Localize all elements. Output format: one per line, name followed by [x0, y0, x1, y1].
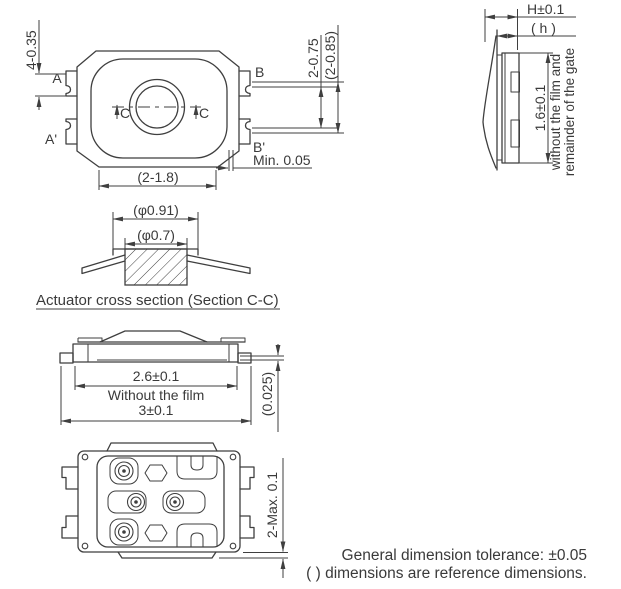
dim-actuator-inner-dia: (φ0.7) [137, 227, 175, 243]
corner-hole [81, 542, 89, 550]
actuator-cap-outline [112, 248, 199, 256]
bottom-view: 2-Max. 0.1 [61, 442, 288, 578]
corner-hole [229, 453, 237, 461]
dim-tab-protrusion: 2-Max. 0.1 [264, 472, 280, 538]
contact-ring [114, 461, 134, 481]
corner-hole [81, 453, 89, 461]
dim-extension-lines [252, 81, 344, 134]
top-view-cover-outline [90, 58, 228, 159]
mold-channel-bottom [176, 523, 218, 547]
film-body-ticks [497, 54, 502, 161]
section-label-c-left: C [120, 105, 130, 121]
contact-ring [126, 492, 146, 512]
dim-extension-lines [240, 355, 284, 361]
actuator-post-hatched [124, 248, 188, 286]
dim-actuator-outer-dia: (φ0.91) [133, 202, 179, 218]
dim-extension-lines [228, 150, 234, 171]
top-view: A A' B B' C C 4-0.35 2-0.75 (2-0.85) Min… [23, 20, 344, 190]
dim-extension-lines [484, 9, 518, 50]
dim-terminal-width: 4-0.35 [23, 30, 39, 70]
dim-body-bottom-width: (2-1.8) [137, 169, 178, 185]
note-reference-dimensions: ( ) dimensions are reference dimensions. [306, 565, 587, 582]
front-dome-outline [99, 330, 208, 343]
contact-ring [165, 492, 185, 512]
actuator-cross-section: (φ0.91) (φ0.7) Actuator cross section (S… [36, 202, 280, 310]
dim-extension-lines [60, 366, 252, 425]
terminal-label-a-prime: A' [45, 131, 57, 147]
note-general-tolerance: General dimension tolerance: ±0.05 [342, 547, 587, 564]
contact-ring [114, 522, 134, 542]
without-film-label: Without the film [108, 387, 204, 403]
front-body-outline [72, 343, 239, 363]
bottom-terminal-top-right [239, 466, 255, 490]
bottom-mold-outline [96, 455, 225, 548]
front-film-tab-left [77, 337, 103, 342]
front-view: 2.6±0.1 Without the film 3±0.1 (0.025) [59, 330, 284, 432]
contact-dot [173, 500, 177, 504]
front-body-seams [87, 344, 230, 362]
terminal-a-prime-outline [65, 118, 78, 145]
side-note-line2: remainder of the gate [562, 48, 577, 176]
contact-ring [117, 525, 131, 539]
bottom-terminal-bottom-right [239, 515, 255, 539]
bottom-terminal-bottom-left [61, 515, 79, 539]
mold-channel-top [176, 456, 218, 480]
contact-dot [122, 469, 126, 473]
terminal-b-outline [238, 70, 251, 97]
side-body-outline [501, 52, 520, 164]
dim-total-height: H±0.1 [527, 1, 564, 17]
terminal-b-prime-outline [238, 118, 251, 145]
corner-hole [229, 542, 237, 550]
actuator-inner-circle [135, 85, 179, 129]
bottom-bottom-tab [117, 551, 217, 559]
side-note-line1: without the film and [548, 54, 563, 171]
actuator-section-caption: Actuator cross section (Section C-C) [36, 292, 279, 309]
section-label-c-right: C [199, 105, 209, 121]
gate-remainder-flap [482, 35, 497, 169]
general-notes: General dimension tolerance: ±0.05 ( ) d… [306, 547, 587, 582]
terminal-label-b-prime: B' [253, 139, 265, 155]
actuator-flange-left [81, 254, 126, 275]
contact-ring [117, 464, 131, 478]
dim-terminal-span-ref: (2-0.85) [322, 31, 338, 80]
side-view: H±0.1 ( h ) 1.6±0.1 without the film and… [482, 1, 577, 176]
hex-recess-top [144, 464, 168, 482]
contact-ring [169, 496, 181, 508]
side-terminal-lower [510, 119, 520, 148]
actuator-flange-right [186, 254, 251, 275]
top-view-body-outline [76, 50, 240, 168]
contact-pocket-left [107, 490, 147, 514]
dim-height-ref: ( h ) [531, 20, 556, 36]
bottom-body-outline [77, 450, 241, 553]
front-terminal-left [59, 352, 74, 364]
front-terminal-right [237, 352, 252, 364]
hex-recess-bottom [144, 524, 168, 542]
dim-front-total-width: 3±0.1 [139, 402, 174, 418]
contact-pad-top [109, 457, 139, 485]
dim-front-body-width: 2.6±0.1 [133, 368, 180, 384]
side-terminal-upper [510, 71, 520, 93]
dim-min-clearance: Min. 0.05 [253, 152, 311, 168]
dim-film-thickness: (0.025) [259, 372, 275, 416]
bottom-terminal-top-left [61, 466, 79, 490]
contact-pocket-right [162, 490, 206, 514]
terminal-label-a: A [52, 70, 62, 86]
terminal-a-outline [65, 70, 78, 97]
dim-terminal-span: 2-0.75 [305, 38, 321, 78]
contact-pad-bottom [109, 518, 139, 546]
contact-ring [130, 496, 142, 508]
dim-extension-lines [35, 73, 70, 97]
contact-dot [134, 500, 138, 504]
dim-extension-lines [219, 552, 288, 559]
contact-dot [122, 530, 126, 534]
front-film-tab-right [220, 337, 246, 342]
terminal-label-b: B [255, 64, 264, 80]
dim-body-height: 1.6±0.1 [532, 84, 548, 131]
bottom-top-tab [106, 442, 218, 452]
